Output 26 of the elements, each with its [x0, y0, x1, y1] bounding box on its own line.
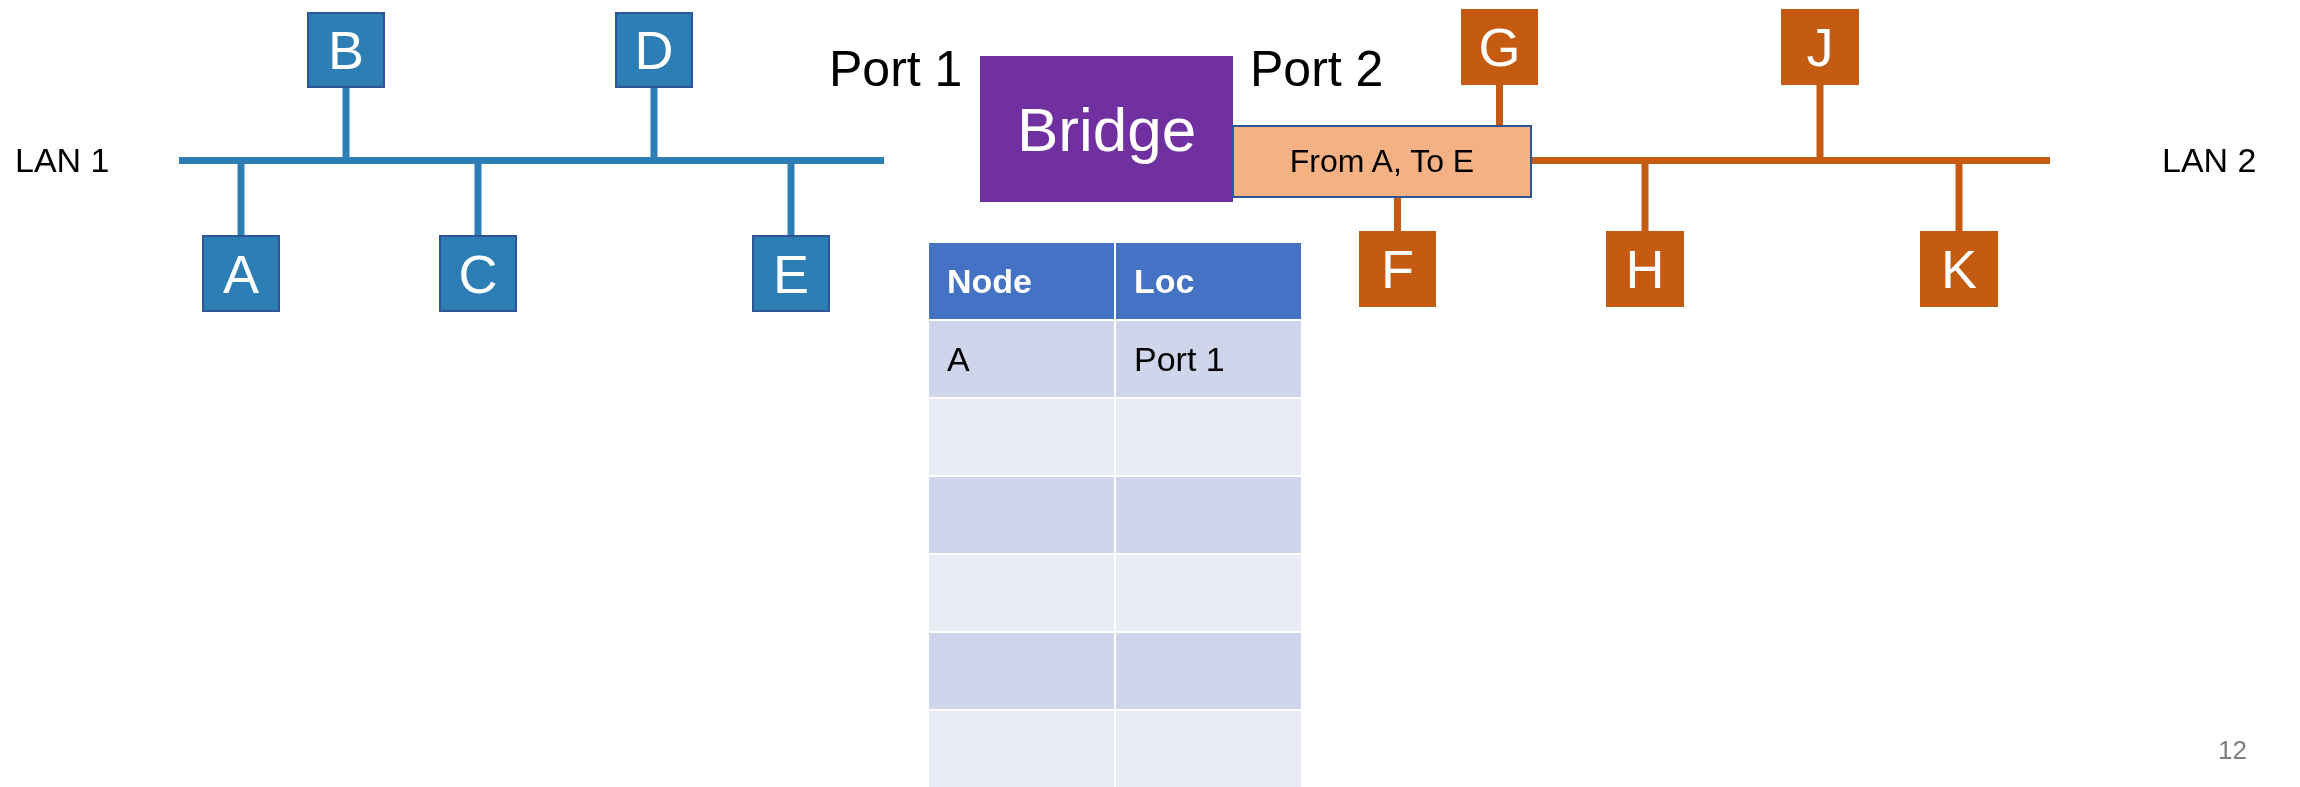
connection-line — [650, 88, 658, 157]
station-box: E — [752, 235, 830, 312]
table-cell: Port 1 — [1116, 321, 1301, 397]
connection-line — [342, 88, 350, 157]
station-box: B — [307, 12, 385, 88]
connection-line — [1816, 85, 1824, 157]
port-label: Port 1 — [829, 40, 963, 98]
page-number: 12 — [2218, 735, 2247, 766]
station-box: G — [1461, 9, 1538, 85]
table-header-cell: Node — [929, 243, 1114, 319]
station-box: D — [615, 12, 693, 88]
station-box: C — [439, 235, 517, 312]
frame-box: From A, To E — [1232, 125, 1532, 198]
lan-label: LAN 2 — [2162, 141, 2257, 180]
station-box: J — [1781, 9, 1859, 85]
bridge-box: Bridge — [980, 56, 1233, 202]
table-header-cell: Loc — [1116, 243, 1301, 319]
connection-line — [1394, 198, 1401, 231]
lan-label: LAN 1 — [15, 141, 110, 180]
station-box: H — [1606, 231, 1684, 307]
connection-line — [1496, 85, 1503, 125]
port-label: Port 2 — [1250, 40, 1384, 98]
table-cell: A — [929, 321, 1114, 397]
station-box: F — [1359, 231, 1436, 307]
station-box: A — [202, 235, 280, 312]
station-box: K — [1920, 231, 1998, 307]
